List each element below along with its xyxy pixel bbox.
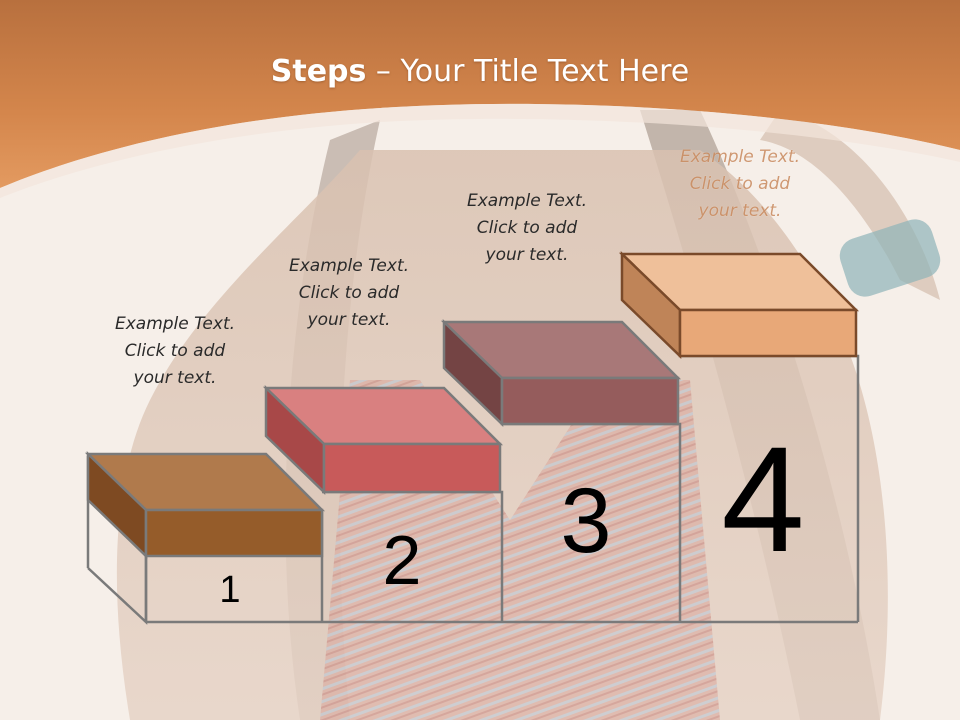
- caption-line: Click to add: [689, 174, 791, 194]
- caption-line: Click to add: [298, 283, 400, 303]
- caption-line: Example Text.: [679, 147, 801, 167]
- caption-line: Example Text.: [288, 256, 410, 276]
- caption-line: Example Text.: [114, 314, 236, 334]
- step-caption-3[interactable]: Example Text. Click to add your text.: [432, 188, 622, 269]
- step-number-4: 4: [721, 415, 805, 583]
- banner-swoosh: [0, 103, 960, 198]
- caption-line: your text.: [485, 245, 569, 265]
- title-bold-text: Steps: [270, 54, 367, 89]
- step-block-4: [618, 251, 860, 359]
- caption-line: your text.: [307, 310, 391, 330]
- caption-line: your text.: [698, 201, 782, 221]
- step-number-3: 3: [560, 470, 612, 572]
- slide-title[interactable]: Steps – Your Title Text Here: [0, 52, 960, 92]
- step-number-2: 2: [382, 521, 422, 599]
- photo-bracelet: [839, 219, 941, 297]
- step-caption-4[interactable]: Example Text. Click to add your text.: [645, 144, 835, 225]
- title-rest-text: – Your Title Text Here: [366, 54, 690, 89]
- caption-line: your text.: [133, 368, 217, 388]
- caption-line: Click to add: [124, 341, 226, 361]
- title-banner: [0, 0, 960, 188]
- step-block-3: [440, 319, 682, 427]
- step-block-2: [262, 385, 504, 495]
- caption-line: Click to add: [476, 218, 578, 238]
- step-caption-1[interactable]: Example Text. Click to add your text.: [80, 311, 270, 392]
- step-block-1: [84, 451, 326, 559]
- step-caption-2[interactable]: Example Text. Click to add your text.: [254, 253, 444, 334]
- step-number-1: 1: [219, 569, 241, 611]
- caption-line: Example Text.: [466, 191, 588, 211]
